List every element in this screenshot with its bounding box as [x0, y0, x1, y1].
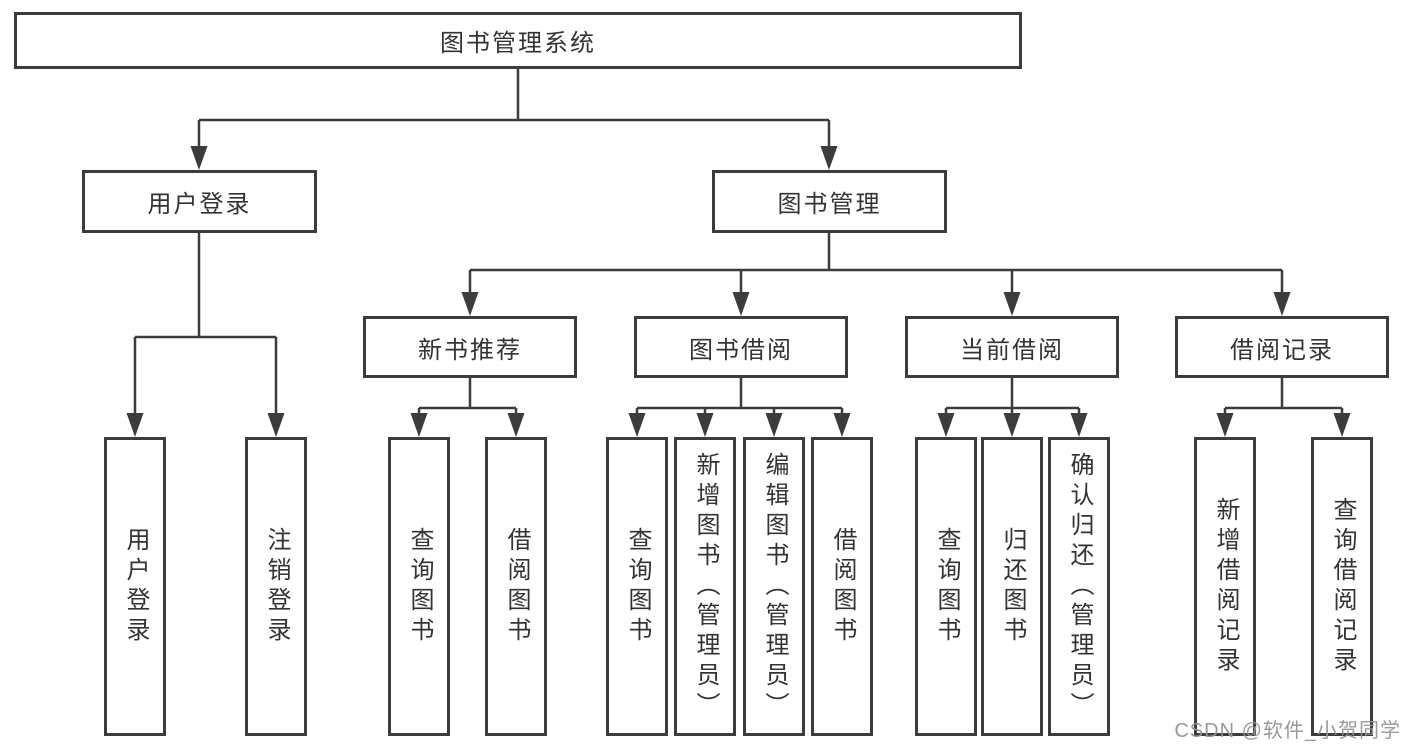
node-user-login: 用户登录: [82, 170, 317, 233]
leaf-confirm-return-admin-label: 确认归还（管理员）: [1066, 451, 1093, 722]
leaf-query-books-recommend-label: 查询图书: [406, 526, 433, 647]
node-current-borrowing-label: 当前借阅: [960, 336, 1064, 364]
node-borrowing-records-label: 借阅记录: [1230, 336, 1334, 364]
leaf-query-books-borrowing-label: 查询图书: [624, 526, 651, 647]
node-book-management-label: 图书管理: [777, 191, 882, 218]
node-book-borrowing: 图书借阅: [634, 316, 848, 378]
leaf-query-borrow-record: 查询借阅记录: [1311, 437, 1373, 736]
leaf-query-books-recommend: 查询图书: [388, 437, 450, 736]
leaf-user-login-label: 用户登录: [122, 526, 149, 647]
node-new-book-recommend-label: 新书推荐: [418, 336, 522, 364]
leaf-borrow-books-borrowing: 借阅图书: [811, 437, 873, 736]
leaf-add-borrow-record-label: 新增借阅记录: [1212, 496, 1239, 677]
node-book-management: 图书管理: [712, 170, 947, 233]
leaf-return-books: 归还图书: [981, 437, 1043, 736]
node-current-borrowing: 当前借阅: [905, 316, 1119, 378]
leaf-borrow-books-recommend: 借阅图书: [485, 437, 547, 736]
leaf-logout-login: 注销登录: [245, 437, 307, 736]
leaf-query-books-current-label: 查询图书: [933, 526, 960, 647]
leaf-user-login: 用户登录: [104, 437, 166, 736]
node-root: 图书管理系统: [14, 12, 1022, 69]
leaf-add-book-admin: 新增图书（管理员）: [674, 437, 736, 736]
leaf-return-books-label: 归还图书: [999, 526, 1026, 647]
leaf-query-books-borrowing: 查询图书: [606, 437, 668, 736]
watermark-text: CSDN @软件_小贺同学: [1174, 720, 1401, 742]
node-user-login-label: 用户登录: [147, 191, 252, 218]
leaf-add-borrow-record: 新增借阅记录: [1194, 437, 1256, 736]
leaf-borrow-books-recommend-label: 借阅图书: [503, 526, 530, 647]
leaf-edit-book-admin-label: 编辑图书（管理员）: [761, 451, 788, 722]
node-new-book-recommend: 新书推荐: [363, 316, 577, 378]
node-book-borrowing-label: 图书借阅: [689, 336, 793, 364]
leaf-logout-login-label: 注销登录: [263, 526, 290, 647]
leaf-add-book-admin-label: 新增图书（管理员）: [692, 451, 719, 722]
leaf-confirm-return-admin: 确认归还（管理员）: [1048, 437, 1110, 736]
node-borrowing-records: 借阅记录: [1175, 316, 1389, 378]
leaf-query-borrow-record-label: 查询借阅记录: [1329, 496, 1356, 677]
node-root-label: 图书管理系统: [440, 30, 596, 57]
leaf-edit-book-admin: 编辑图书（管理员）: [743, 437, 805, 736]
leaf-borrow-books-borrowing-label: 借阅图书: [829, 526, 856, 647]
leaf-query-books-current: 查询图书: [915, 437, 977, 736]
